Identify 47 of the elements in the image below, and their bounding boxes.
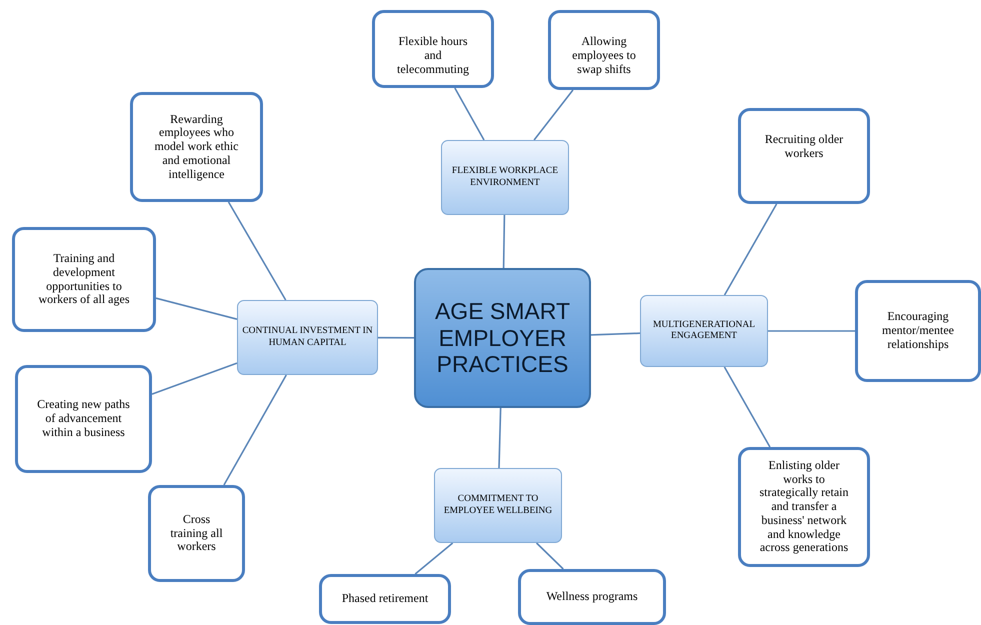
connector-line [533,90,574,140]
node-text: Training and development opportunities to workers of all ages [38,252,130,308]
practice-box [148,485,245,582]
node-text: CONTINUAL INVESTMENT IN HUMAN CAPITAL [242,326,373,349]
category-box [434,468,562,543]
practice-box [15,365,152,473]
connector-line [152,362,238,395]
node-text: Phased retirement [342,592,428,606]
node-text: Encouraging mentor/mentee relationships [881,310,955,352]
category-box [441,140,569,215]
central-topic-box [414,268,591,408]
node-text: MULTIGENERATIONAL ENGAGEMENT [652,320,756,342]
node-text: Enlisting older works to strategically retain and transfer a business' network and knowledge across generations [758,458,850,556]
node-text: Cross training all workers [169,512,224,554]
node-text: FLEXIBLE WORKPLACE ENVIRONMENT [450,166,560,189]
connector-line [590,332,640,336]
connector-line [223,374,287,486]
connector-line [724,204,778,296]
connector-line [498,408,502,468]
category-box [237,300,378,375]
connector-line [378,336,414,339]
practice-box [518,569,666,625]
node-text: AGE SMART EMPLOYER PRACTICES [434,298,572,378]
node-text: Creating new paths of advancement within a business [36,398,131,440]
practice-box [319,574,451,624]
connector-line [454,88,485,140]
connector-line [502,214,506,268]
practice-box [738,108,870,204]
connector-line [414,542,454,575]
connector-line [536,542,564,570]
connector-line [724,366,771,448]
practice-box [738,447,870,567]
practice-box [548,10,660,90]
practice-box [372,10,494,88]
connector-line [768,330,855,332]
node-text: Flexible hours and telecommuting [396,35,470,76]
connector-line [228,202,286,300]
practice-box [12,227,156,332]
node-text: Allowing employees to swap shifts [571,35,637,76]
practice-box [130,92,263,202]
node-text: Wellness programs [546,590,638,604]
category-box [640,295,768,367]
node-text: Rewarding employees who model work ethic and emotional intelligence [154,112,240,182]
practice-box [855,280,981,382]
node-text: Recruiting older workers [764,133,844,161]
connector-line [156,297,238,320]
node-text: COMMITMENT TO EMPLOYEE WELLBEING [442,494,554,517]
